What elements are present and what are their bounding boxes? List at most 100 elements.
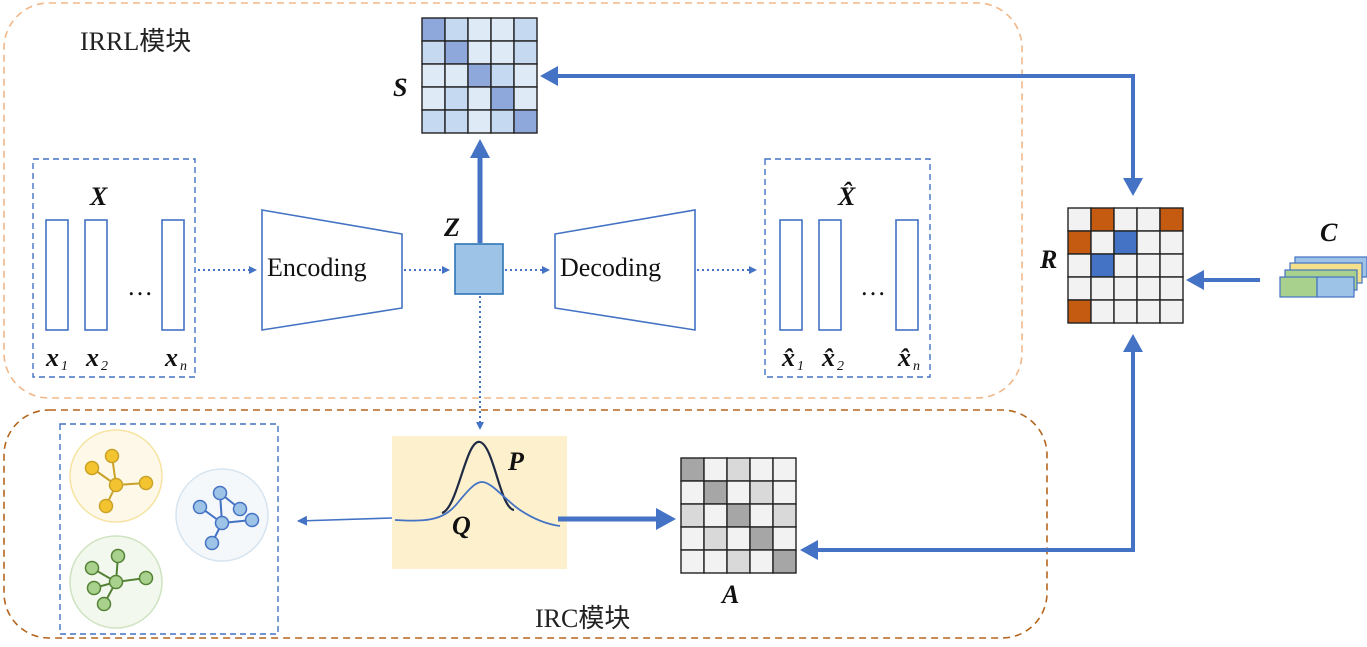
matrix-r-cell <box>1090 253 1115 278</box>
matrix-a-cell <box>726 503 751 528</box>
matrix-a-cell <box>726 526 751 551</box>
matrix-s-cell <box>467 86 492 111</box>
label-q: Q <box>452 511 471 540</box>
arrow-r-to-a-head-up <box>1123 334 1143 352</box>
output-group-box <box>764 158 931 378</box>
input-group-box <box>32 158 196 378</box>
cluster-blue-node <box>212 485 228 501</box>
irrl-module-label: IRRL模块 <box>80 27 191 56</box>
matrix-a-cell <box>703 480 728 505</box>
matrix-a-cell <box>749 480 774 505</box>
matrix-a-cell <box>749 549 774 574</box>
matrix-s-cell <box>421 109 446 134</box>
matrix-r-cell <box>1136 276 1161 301</box>
distribution-panel <box>392 436 567 569</box>
matrix-s-cell <box>444 109 469 134</box>
matrix-r-cell <box>1067 253 1092 278</box>
adjacency-matrix-a <box>680 457 797 574</box>
matrix-s-cell <box>421 40 446 65</box>
matrix-r-cell <box>1113 230 1138 255</box>
output-label-x1: x̂1 <box>781 343 804 374</box>
cluster-graphs <box>69 429 269 629</box>
matrix-a-cell <box>749 457 774 482</box>
encoder-block <box>261 209 403 331</box>
label-a: A <box>720 580 739 609</box>
matrix-a-cell <box>703 526 728 551</box>
label-s: S <box>393 73 407 102</box>
latent-z <box>454 243 504 295</box>
input-vector-x1 <box>45 219 69 331</box>
label-xhat: X̂ <box>837 182 856 211</box>
matrix-r-cell <box>1159 276 1184 301</box>
matrix-s-cell <box>421 63 446 88</box>
arrow-distribution-to-a-head <box>656 508 676 530</box>
relation-matrix-r <box>1067 207 1184 324</box>
cluster-green-node <box>84 560 100 576</box>
irc-module-label: IRC模块 <box>535 604 630 633</box>
cluster-green-node <box>138 570 154 586</box>
cluster-green-node <box>96 596 112 612</box>
matrix-a-cell <box>726 549 751 574</box>
matrix-r-cell <box>1136 299 1161 324</box>
matrix-r-cell <box>1136 207 1161 232</box>
matrix-r-cell <box>1090 299 1115 324</box>
matrix-r-cell <box>1113 276 1138 301</box>
arrow-s-to-r <box>558 74 1135 178</box>
clusters-box <box>59 423 279 635</box>
arrow-s-to-r-tail-head <box>540 66 558 86</box>
matrix-a-cell <box>726 457 751 482</box>
matrix-a-cell <box>680 526 705 551</box>
matrix-a-cell <box>772 480 797 505</box>
matrix-s-cell <box>444 40 469 65</box>
label-r: R <box>1039 245 1057 274</box>
matrix-s-cell <box>467 109 492 134</box>
matrix-r-cell <box>1113 207 1138 232</box>
matrix-a-cell <box>680 549 705 574</box>
matrix-r-cell <box>1136 253 1161 278</box>
matrix-s-cell <box>513 17 538 42</box>
matrix-a-cell <box>772 457 797 482</box>
matrix-s-cell <box>490 40 515 65</box>
matrix-s-cell <box>513 109 538 134</box>
arrow-distribution-to-clusters <box>297 515 393 526</box>
matrix-s-cell <box>421 17 446 42</box>
arrow-z-to-s-head <box>470 139 490 158</box>
matrix-r-cell <box>1090 207 1115 232</box>
cluster-yellow-node <box>84 460 100 476</box>
cluster-blue-node <box>244 512 260 528</box>
matrix-s-cell <box>444 17 469 42</box>
matrix-a-cell <box>749 526 774 551</box>
matrix-r-cell <box>1159 207 1184 232</box>
matrix-r-cell <box>1159 230 1184 255</box>
cluster-green-node <box>86 580 102 596</box>
output-vector-xn <box>895 219 919 331</box>
cluster-green-node <box>108 574 124 590</box>
constraint-stack-c <box>1279 256 1367 298</box>
output-vector-x2 <box>818 219 842 331</box>
matrix-a-cell <box>772 526 797 551</box>
arrow-c-to-r-head <box>1186 270 1204 290</box>
input-ellipsis: … <box>127 272 153 301</box>
matrix-r-cell <box>1090 276 1115 301</box>
matrix-a-cell <box>703 503 728 528</box>
arrow-r-to-a-head-left <box>800 540 818 560</box>
matrix-r-cell <box>1067 276 1092 301</box>
matrix-s-cell <box>513 86 538 111</box>
matrix-a-cell <box>680 480 705 505</box>
label-p: P <box>507 447 525 476</box>
label-x: X <box>89 182 108 211</box>
matrix-a-cell <box>680 503 705 528</box>
arrow-r-to-a <box>816 350 1135 552</box>
similarity-matrix-s <box>421 17 538 134</box>
matrix-s-cell <box>513 40 538 65</box>
encoder-label: Encoding <box>267 253 367 282</box>
cluster-yellow-node <box>108 477 124 493</box>
matrix-r-cell <box>1113 253 1138 278</box>
matrix-s-cell <box>467 17 492 42</box>
cluster-yellow-node <box>104 448 120 464</box>
cluster-blue-node <box>204 535 220 551</box>
output-ellipsis: … <box>860 272 886 301</box>
